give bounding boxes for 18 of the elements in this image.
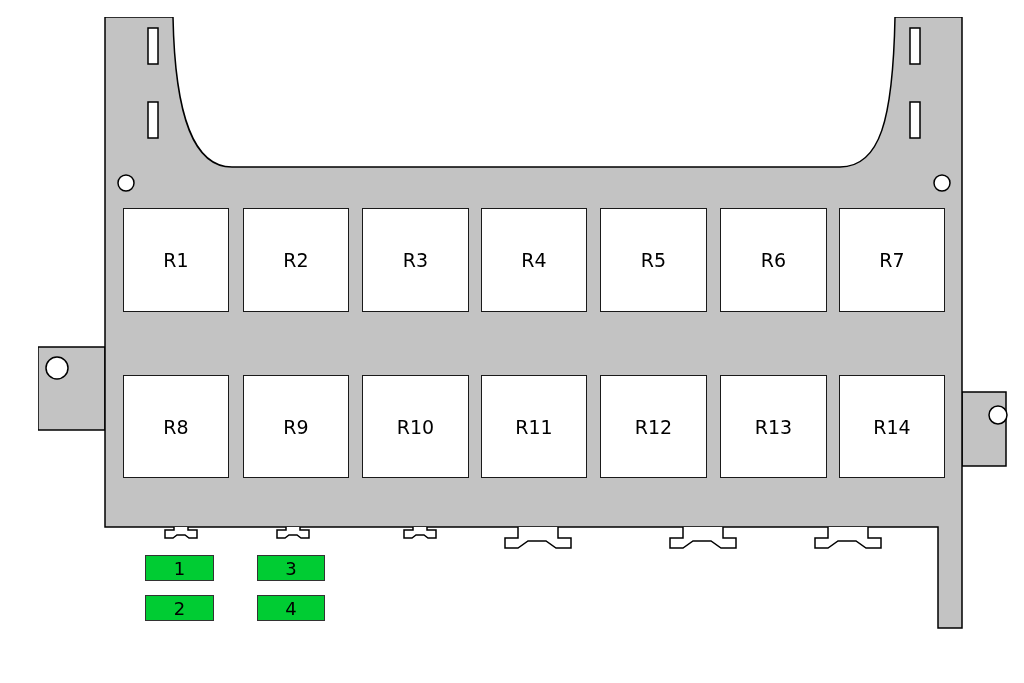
- fuse: 1: [145, 555, 214, 581]
- relay-slot: R11: [481, 375, 587, 478]
- relay-slot: R2: [243, 208, 349, 312]
- relay-slot: R4: [481, 208, 587, 312]
- relay-slot: R9: [243, 375, 349, 478]
- relay-slot: R14: [839, 375, 945, 478]
- relay-slot: R1: [123, 208, 229, 312]
- relay-slot: R13: [720, 375, 827, 478]
- relay-slot: R10: [362, 375, 469, 478]
- fuse: 4: [257, 595, 325, 621]
- fuse: 2: [145, 595, 214, 621]
- relay-slot: R12: [600, 375, 707, 478]
- relay-slot: R7: [839, 208, 945, 312]
- relay-slot: R6: [720, 208, 827, 312]
- fuse: 3: [257, 555, 325, 581]
- relay-slot: R8: [123, 375, 229, 478]
- relay-slot: R5: [600, 208, 707, 312]
- relay-slot: R3: [362, 208, 469, 312]
